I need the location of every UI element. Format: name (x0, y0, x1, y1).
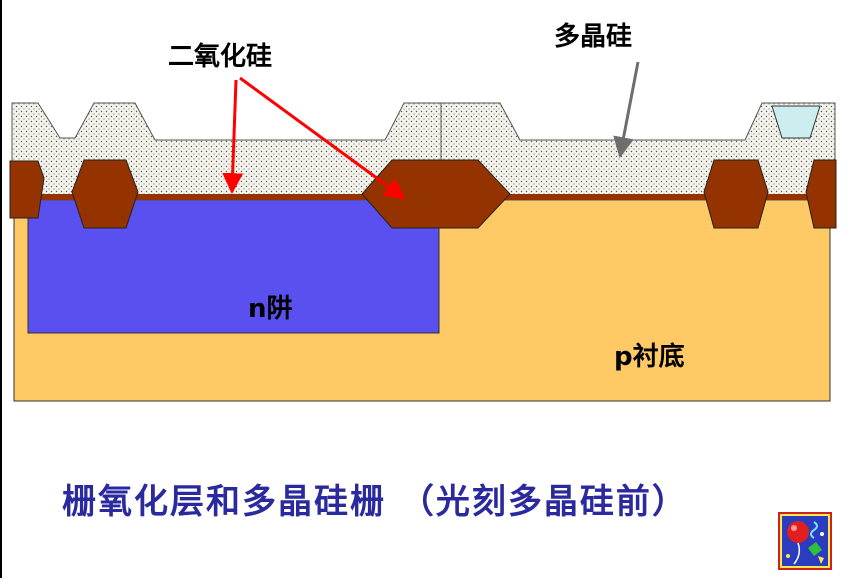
oxide-arrow-2 (239, 76, 406, 200)
field-oxide-3 (703, 159, 769, 229)
polysilicon-layer (11, 102, 836, 201)
celebration-clipart-icon (778, 512, 832, 570)
photoresist-block (771, 105, 821, 139)
psubstrate-label: p衬底 (614, 342, 685, 372)
slide-caption: 栅氧化层和多晶硅栅 （光刻多晶硅前） (62, 482, 688, 522)
oxide-label: 二氧化硅 (168, 42, 273, 72)
oxide-arrow-1 (222, 79, 244, 195)
field-oxide-2 (361, 159, 511, 229)
field-oxide-left-edge (9, 160, 45, 219)
polysilicon-label: 多晶硅 (554, 22, 633, 52)
field-oxide-1 (71, 159, 139, 229)
field-oxide-right-edge (805, 159, 837, 229)
nwell-label: n阱 (248, 294, 293, 324)
poly-arrow (613, 61, 640, 159)
